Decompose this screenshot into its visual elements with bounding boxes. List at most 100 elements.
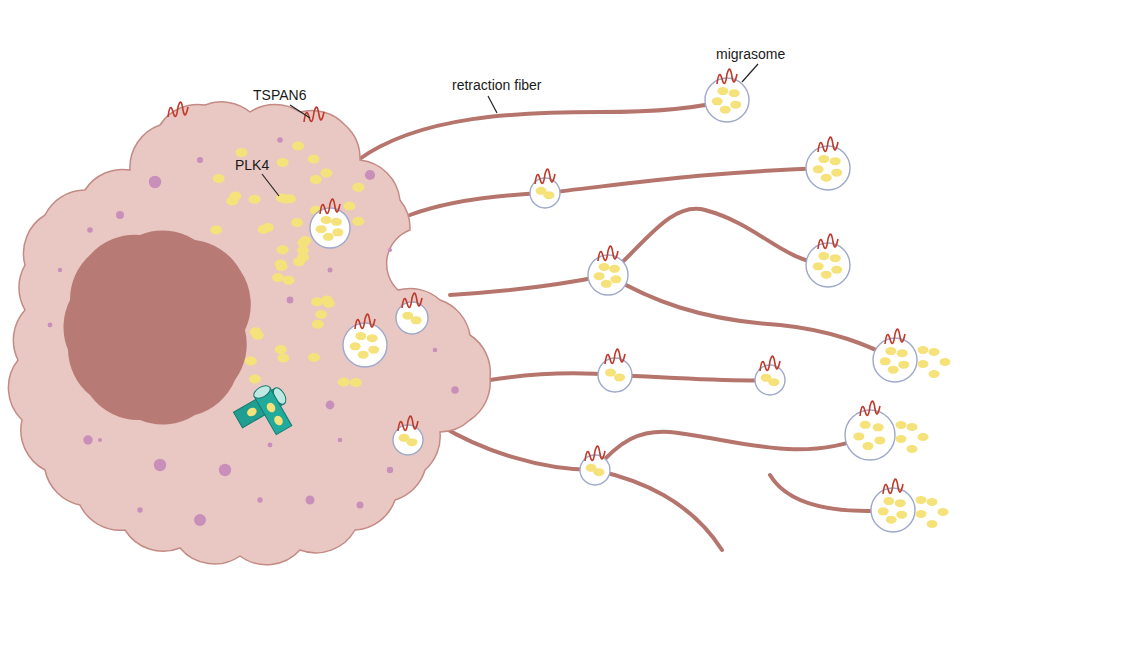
migrasome-vesicle bbox=[806, 243, 850, 287]
plk4-granule bbox=[355, 332, 366, 340]
vesicle-dot bbox=[149, 176, 161, 188]
plk4-granule bbox=[277, 158, 289, 167]
vesicle-dot bbox=[433, 348, 438, 353]
plk4-granule bbox=[927, 498, 938, 506]
plk4-granule bbox=[605, 369, 616, 377]
tspan6-protein bbox=[320, 199, 340, 214]
migrasome-vesicle bbox=[588, 255, 628, 295]
migrasome-vesicle bbox=[873, 338, 917, 382]
plk4-granule bbox=[311, 297, 323, 306]
plk4-granule bbox=[940, 358, 951, 366]
plk4-granule bbox=[245, 357, 257, 366]
plk4-granule bbox=[918, 360, 929, 368]
plk4-granule bbox=[368, 346, 379, 354]
plk4-granule bbox=[874, 436, 885, 444]
plk4-granule bbox=[897, 349, 908, 357]
plk4-granule bbox=[275, 345, 287, 354]
plk4-granule bbox=[717, 87, 728, 95]
plk4-granule bbox=[594, 272, 605, 280]
plk4-granule bbox=[885, 347, 896, 355]
plk4-granule bbox=[321, 296, 333, 305]
migrasome-vesicle bbox=[343, 323, 387, 367]
vesicle-dot bbox=[219, 464, 231, 476]
migrasome-vesicle bbox=[845, 410, 895, 460]
plk4-granule bbox=[907, 423, 918, 431]
vesicle-dot bbox=[83, 435, 92, 444]
plk4-granule bbox=[352, 183, 364, 192]
vesicle-dot bbox=[338, 438, 343, 443]
plk4-granule bbox=[586, 464, 597, 472]
vesicle-dot bbox=[451, 386, 459, 394]
plk4-granule bbox=[316, 225, 327, 233]
plk4-granule bbox=[283, 276, 295, 285]
plk4-granule bbox=[918, 346, 929, 354]
plk4-granule bbox=[235, 148, 247, 157]
plk4-granule bbox=[712, 97, 723, 105]
plk4-granule bbox=[299, 236, 311, 245]
plk4-granule bbox=[853, 432, 864, 440]
plk4-granule bbox=[610, 275, 621, 283]
tspan6-protein bbox=[355, 314, 375, 329]
plk4-granule bbox=[918, 433, 929, 441]
plk4-granule bbox=[896, 421, 907, 429]
plk4-granule bbox=[352, 217, 364, 226]
vesicle-dot bbox=[87, 227, 93, 233]
plk4-granule bbox=[873, 423, 884, 431]
plk4-granule bbox=[229, 192, 241, 201]
part-label: PLK4 bbox=[235, 157, 269, 173]
leader-lines bbox=[262, 64, 758, 196]
vesicle-dot bbox=[326, 401, 335, 410]
tspan6-protein bbox=[860, 401, 880, 416]
plk4-granule bbox=[210, 225, 222, 234]
tspan6-protein bbox=[885, 329, 905, 344]
centriole bbox=[234, 383, 292, 434]
plk4-granule bbox=[878, 507, 889, 515]
plk4-granule bbox=[601, 280, 612, 288]
plk4-granule bbox=[292, 142, 304, 151]
plk4-granule bbox=[916, 510, 927, 518]
part-label: retraction fiber bbox=[452, 77, 541, 93]
granules bbox=[48, 137, 459, 526]
tspan6-protein bbox=[398, 416, 418, 431]
plk4-granule bbox=[213, 174, 225, 183]
plk4-granule bbox=[308, 353, 320, 362]
plk4-granule bbox=[821, 174, 832, 182]
plk4-granule bbox=[898, 361, 909, 369]
plk4-granule bbox=[813, 165, 824, 173]
plk4-granule bbox=[308, 155, 320, 164]
plk4-granule bbox=[310, 175, 322, 184]
plk4-granule bbox=[331, 218, 342, 226]
plk4-granule bbox=[813, 262, 824, 270]
vesicle-dot bbox=[116, 211, 124, 219]
tspan6-protein bbox=[402, 293, 422, 308]
vesicle-dot bbox=[306, 496, 315, 505]
plk4-granule bbox=[291, 218, 303, 227]
plk4-granule bbox=[249, 375, 261, 384]
migrasome-vesicle bbox=[705, 78, 749, 122]
plk4-granule bbox=[720, 106, 731, 114]
tspan6-protein bbox=[760, 356, 780, 371]
tspan6-protein bbox=[818, 234, 838, 249]
plk4-granule bbox=[321, 216, 332, 224]
plk4-granule bbox=[350, 342, 361, 350]
vesicle-dot bbox=[98, 438, 102, 442]
plk4-granule bbox=[888, 366, 899, 374]
plk4-granule bbox=[399, 434, 410, 442]
nucleus bbox=[63, 231, 250, 425]
plk4-granule bbox=[277, 354, 289, 363]
plk4-granule bbox=[730, 101, 741, 109]
plk4-granule bbox=[883, 497, 894, 505]
cell-body bbox=[8, 102, 490, 565]
vesicle-dot bbox=[357, 502, 364, 509]
migrasome-vesicle bbox=[396, 302, 428, 334]
tspan6-protein bbox=[535, 169, 555, 184]
plk4-granule bbox=[896, 511, 907, 519]
plk4-granule bbox=[830, 254, 841, 262]
vesicle-dot bbox=[48, 323, 53, 328]
plk4-granule bbox=[830, 157, 841, 165]
plk4-granule bbox=[536, 187, 547, 195]
plk4-granule bbox=[831, 266, 842, 274]
plk4-granule bbox=[323, 233, 334, 241]
